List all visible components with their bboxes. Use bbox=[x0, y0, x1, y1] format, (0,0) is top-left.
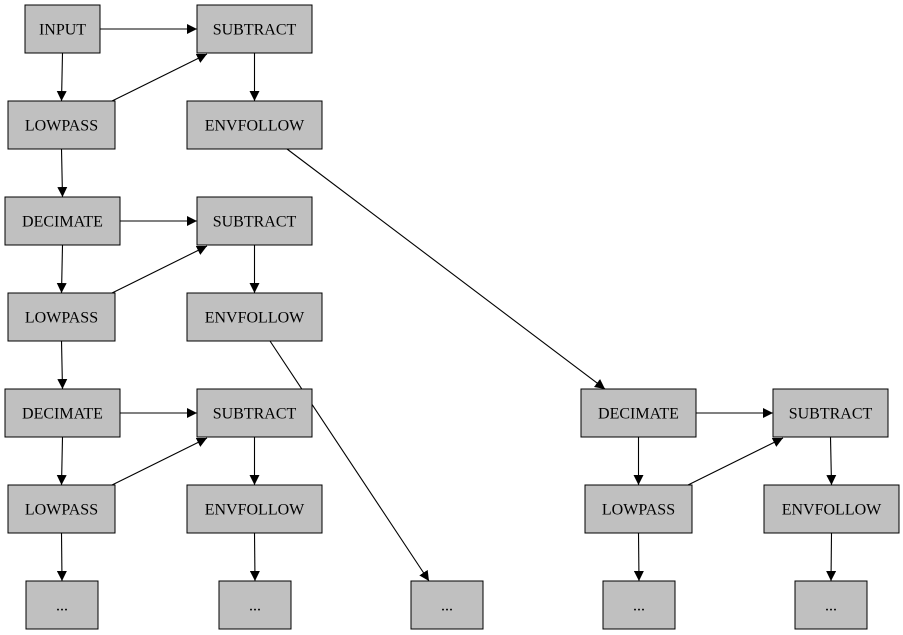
edge-lpR-to-subR bbox=[687, 437, 784, 486]
node-more1-ellipsis: ... bbox=[25, 580, 99, 630]
edge-arrow bbox=[826, 436, 837, 486]
node-box bbox=[4, 388, 121, 438]
node-box bbox=[196, 4, 313, 54]
node-lpR-lowpass: LOWPASS bbox=[584, 484, 693, 534]
node-label: ... bbox=[825, 598, 837, 615]
node-label: SUBTRACT bbox=[213, 22, 297, 39]
node-label: LOWPASS bbox=[25, 118, 98, 135]
edge-arrow bbox=[56, 52, 67, 102]
node-subR-subtract: SUBTRACT bbox=[772, 388, 889, 438]
edge-subR-to-envR bbox=[826, 436, 837, 486]
node-box bbox=[763, 484, 900, 534]
edge-input-to-lp1 bbox=[56, 52, 67, 102]
node-box bbox=[4, 196, 121, 246]
node-sub3-subtract: SUBTRACT bbox=[196, 388, 313, 438]
edge-arrow bbox=[269, 340, 430, 582]
node-label: ENVFOLLOW bbox=[205, 310, 305, 327]
edge-arrow bbox=[111, 245, 208, 294]
node-box bbox=[186, 484, 323, 534]
edge-lp3-to-sub3 bbox=[111, 437, 208, 486]
edge-arrow bbox=[249, 532, 260, 582]
node-box bbox=[794, 580, 868, 630]
node-label: ENVFOLLOW bbox=[205, 118, 305, 135]
edge-lp3-to-more1 bbox=[56, 532, 67, 582]
node-label: DECIMATE bbox=[22, 214, 103, 231]
node-lp2-lowpass: LOWPASS bbox=[7, 292, 116, 342]
node-sub2-subtract: SUBTRACT bbox=[196, 196, 313, 246]
node-label: ... bbox=[56, 598, 68, 615]
edges-layer bbox=[56, 24, 837, 582]
node-box bbox=[186, 292, 323, 342]
edge-arrow bbox=[56, 244, 67, 294]
edge-arrow bbox=[687, 437, 784, 486]
edge-env3-to-more2 bbox=[249, 532, 260, 582]
node-label: INPUT bbox=[39, 22, 86, 39]
edge-arrow bbox=[111, 437, 208, 486]
node-box bbox=[410, 580, 484, 630]
node-label: LOWPASS bbox=[25, 502, 98, 519]
node-box bbox=[772, 388, 889, 438]
node-decR-decimate: DECIMATE bbox=[580, 388, 697, 438]
edge-dec3-to-lp3 bbox=[56, 436, 67, 486]
edge-arrow bbox=[633, 532, 644, 582]
edge-lp2-to-dec3 bbox=[57, 340, 68, 390]
node-label: SUBTRACT bbox=[789, 406, 873, 423]
node-box bbox=[7, 100, 116, 150]
node-env2-envfollow: ENVFOLLOW bbox=[186, 292, 323, 342]
node-label: ENVFOLLOW bbox=[782, 502, 882, 519]
node-lp3-lowpass: LOWPASS bbox=[7, 484, 116, 534]
node-box bbox=[580, 388, 697, 438]
node-env3-envfollow: ENVFOLLOW bbox=[186, 484, 323, 534]
edge-lpR-to-more4 bbox=[633, 532, 644, 582]
edge-arrow bbox=[57, 148, 68, 198]
node-dec2-decimate: DECIMATE bbox=[4, 196, 121, 246]
node-label: SUBTRACT bbox=[213, 214, 297, 231]
node-env1-envfollow: ENVFOLLOW bbox=[186, 100, 323, 150]
node-more5-ellipsis: ... bbox=[794, 580, 868, 630]
node-box bbox=[186, 100, 323, 150]
node-dec3-decimate: DECIMATE bbox=[4, 388, 121, 438]
node-more2-ellipsis: ... bbox=[218, 580, 292, 630]
node-box bbox=[25, 580, 99, 630]
edge-lp2-to-sub2 bbox=[111, 245, 208, 294]
edge-arrow bbox=[57, 340, 68, 390]
node-box bbox=[584, 484, 693, 534]
node-input-input: INPUT bbox=[24, 4, 101, 54]
node-more3-ellipsis: ... bbox=[410, 580, 484, 630]
edge-dec2-to-lp2 bbox=[56, 244, 67, 294]
edge-arrow bbox=[111, 53, 208, 102]
edge-env1-to-decR bbox=[286, 148, 606, 390]
node-box bbox=[7, 484, 116, 534]
node-box bbox=[196, 388, 313, 438]
edge-env2-to-more3 bbox=[269, 340, 430, 582]
node-box bbox=[196, 196, 313, 246]
node-label: ... bbox=[249, 598, 261, 615]
node-lp1-lowpass: LOWPASS bbox=[7, 100, 116, 150]
node-sub1-subtract: SUBTRACT bbox=[196, 4, 313, 54]
node-label: LOWPASS bbox=[602, 502, 675, 519]
node-label: ENVFOLLOW bbox=[205, 502, 305, 519]
node-more4-ellipsis: ... bbox=[602, 580, 676, 630]
edge-lp1-to-sub1 bbox=[111, 53, 208, 102]
node-label: SUBTRACT bbox=[213, 406, 297, 423]
node-envR-envfollow: ENVFOLLOW bbox=[763, 484, 900, 534]
edge-envR-to-more5 bbox=[826, 532, 837, 582]
edge-arrow bbox=[56, 436, 67, 486]
nodes-layer: INPUT SUBTRACT LOWPASS ENVFOLLOW DECIMATE SUB… bbox=[4, 4, 900, 630]
node-label: DECIMATE bbox=[22, 406, 103, 423]
edge-arrow bbox=[286, 148, 606, 390]
node-label: DECIMATE bbox=[598, 406, 679, 423]
node-box bbox=[24, 4, 101, 54]
node-label: ... bbox=[633, 598, 645, 615]
edge-arrow bbox=[56, 532, 67, 582]
node-label: LOWPASS bbox=[25, 310, 98, 327]
edge-lp1-to-dec2 bbox=[57, 148, 68, 198]
node-box bbox=[218, 580, 292, 630]
node-box bbox=[7, 292, 116, 342]
node-label: ... bbox=[441, 598, 453, 615]
edge-arrow bbox=[826, 532, 837, 582]
node-box bbox=[602, 580, 676, 630]
